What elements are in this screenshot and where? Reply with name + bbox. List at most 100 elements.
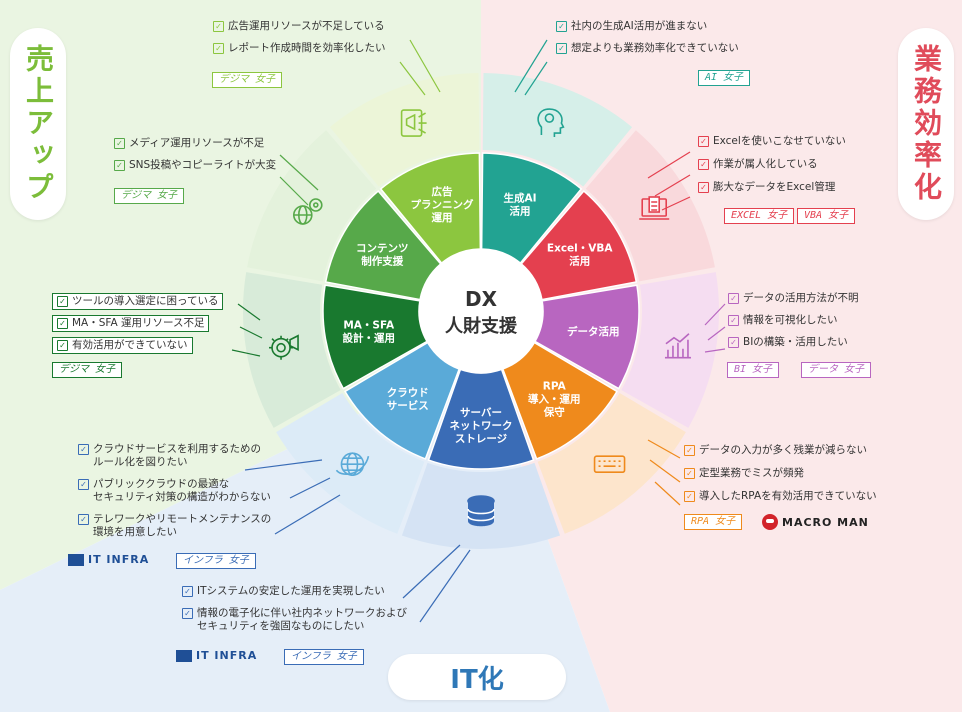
callout-item-server: ✓ 情報の電子化に伴い社内ネットワークおよび セキュリティを強固なものにしたい [182,607,407,633]
leader-line [239,326,263,339]
globe-icon [335,452,370,477]
callout-text: クラウドサービスを利用するための ルール化を図りたい [93,443,261,468]
globe-gear-icon [292,198,323,225]
itinfra-logo-2: IT INFRA [176,649,257,662]
checkbox-icon: ✓ [114,138,125,149]
callout-item-ma: ✓ 有効活用ができていない [52,337,193,354]
outer-ring-contents [247,130,377,282]
macroman-logo-mark [762,514,778,530]
callout-item-cloud: ✓ パブリッククラウドの最適な セキュリティ対策の構造がわからない [78,478,271,504]
leader-line [231,349,261,357]
callout-text: 有効活用ができていない [72,339,188,351]
outer-ring-ma [243,272,341,428]
leader-line [289,477,331,499]
category-title-sales: 売上アップ [10,28,66,220]
checkbox-icon: ✓ [728,337,739,348]
outer-ring-genai [482,73,633,187]
itinfra-logo-text: IT INFRA [196,649,258,662]
leader-line [654,481,681,506]
badge-cloud: インフラ 女子 [176,553,256,569]
category-title-it: IT化 [388,654,566,700]
callout-text: MA・SFA 運用リソース不足 [72,317,205,329]
callout-item-data: ✓データの活用方法が不明 [728,292,859,305]
badge-vba: VBA 女子 [797,208,856,224]
leader-line [274,494,341,535]
bar-chart-icon [664,333,691,359]
category-title-business: 業務効率化 [898,28,954,220]
callout-text: BIの構築・活用したい [743,336,848,348]
callout-text: 情報の電子化に伴い社内ネットワークおよび セキュリティを強固なものにしたい [197,607,407,632]
outer-ring-rpa [537,392,686,534]
badge-data: データ 女子 [801,362,872,378]
leader-line [419,549,471,623]
callout-item-rpa: ✓ 導入したRPAを有効活用できていない [684,490,877,503]
callout-text: 情報を可視化したい [743,314,838,326]
leader-line [244,459,323,471]
badge-ad: デジマ 女子 [212,72,283,88]
badge-ma: デジマ 女子 [52,362,123,378]
segment-rpa[interactable] [501,341,619,460]
checkbox-icon: ✓ [78,479,89,490]
callout-text: 想定よりも業務効率化できていない [571,42,739,54]
callout-item-ad: ✓広告運用リソースが不足している [213,20,385,33]
segment-label-ad: 広告プランニング運用 [411,185,474,224]
segment-server[interactable] [427,368,535,470]
checkbox-icon: ✓ [556,21,567,32]
badge-genai: AI 女子 [698,70,751,86]
keyboard-icon [593,455,626,474]
callout-leader-lines [231,39,726,623]
outer-ring-data [621,272,719,428]
callout-text: ITシステムの安定した運用を実現したい [197,585,385,597]
macroman-logo: MACRO MAN [762,514,869,530]
badge-excel: EXCEL 女子 [724,208,795,224]
checkbox-icon: ✓ [684,491,695,502]
checkbox-icon: ✓ [684,468,695,479]
segment-contents[interactable] [324,189,442,301]
callout-item-excel: ✓ 膨大なデータをExcel管理 [698,181,835,194]
checkbox-icon: ✓ [556,43,567,54]
checkbox-icon: ✓ [728,315,739,326]
callout-item-excel: ✓作業が属人化している [698,158,818,171]
segment-cloud[interactable] [343,341,461,460]
itinfra-logo-text: IT INFRA [88,553,150,566]
callout-text: ツールの導入選定に困っている [72,295,219,307]
checkbox-icon: ✓ [182,608,193,619]
callout-text: データの活用方法が不明 [743,292,859,304]
callout-item-ma: ✓ツールの導入選定に困っている [52,293,224,310]
callout-text: パブリッククラウドの最適な セキュリティ対策の構造がわからない [93,478,271,503]
segment-label-contents: コンテンツ制作支援 [356,243,409,268]
checkbox-icon: ✓ [78,514,89,525]
callout-text: 導入したRPAを有効活用できていない [699,490,877,502]
itinfra-logo-mark [176,649,192,662]
badge-contents: デジマ 女子 [114,188,185,204]
leader-line [707,326,726,341]
leader-line [654,174,691,197]
checkbox-icon: ✓ [213,43,224,54]
center-hub: DX 人財支援 [419,249,543,373]
segment-genai[interactable] [480,152,583,265]
checkbox-icon: ✓ [698,159,709,170]
leader-line [279,154,319,191]
checkbox-icon: ✓ [57,340,68,351]
gear-megaphone-icon [269,334,299,360]
callout-text: テレワークやリモートメンテナンスの 環境を用意したい [93,513,272,538]
checkbox-icon: ✓ [684,445,695,456]
callout-text: 膨大なデータをExcel管理 [713,181,836,193]
callout-text: メディア運用リソースが不足 [129,137,265,149]
callout-item-server: ✓ITシステムの安定した運用を実現したい [182,585,385,598]
checkbox-icon: ✓ [698,136,709,147]
itinfra-logo-mark [68,553,84,566]
badge-rpa: RPA 女子 [684,514,743,530]
leader-line [514,39,548,93]
checkbox-icon: ✓ [698,182,709,193]
segment-excel[interactable] [520,189,638,301]
badge-bi: BI 女子 [727,362,780,378]
leader-line [402,544,461,599]
outer-ring-ad [329,73,480,187]
callout-item-excel: ✓Excelを使いこなせていない [698,135,846,148]
